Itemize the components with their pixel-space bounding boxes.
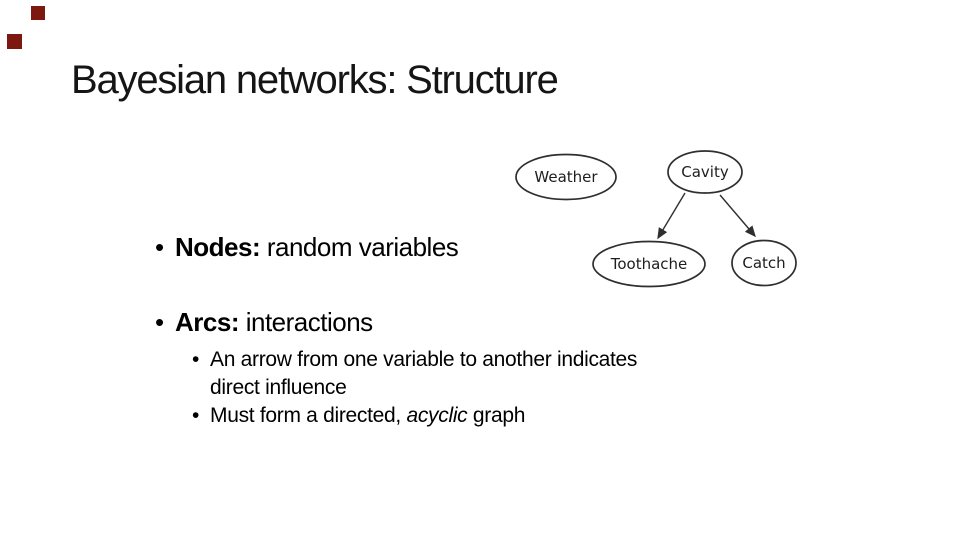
bullet-icon: •: [155, 232, 164, 262]
node-toothache: Toothache: [592, 240, 706, 288]
decor-square-top: [31, 6, 45, 20]
node-catch-label: Catch: [742, 254, 785, 272]
sub-bullet-line-2: direct influence: [210, 376, 347, 399]
node-toothache-label: Toothache: [610, 255, 688, 273]
sub-bullet-dag-post: graph: [467, 404, 526, 427]
node-catch: Catch: [731, 239, 797, 287]
bullet-arcs-term: Arcs:: [175, 307, 239, 337]
bullet-nodes-text: random variables: [260, 232, 459, 262]
bullet-nodes-term: Nodes:: [175, 232, 261, 262]
slide-title: Bayesian networks: Structure: [71, 58, 559, 102]
bullet-icon: •: [192, 404, 200, 427]
node-cavity-label: Cavity: [681, 163, 729, 181]
node-weather: Weather: [515, 153, 617, 201]
bayes-net-diagram: Weather Cavity Toothache Catch: [515, 150, 797, 288]
node-cavity: Cavity: [667, 150, 743, 194]
sub-bullet-dag: • Must form a directed, acyclic graph: [192, 402, 525, 430]
bullet-arcs: • Arcs: interactions: [155, 307, 373, 337]
sub-bullet-dag-pre: Must form a directed,: [210, 404, 407, 427]
bullet-arcs-text: interactions: [238, 307, 373, 337]
edge-cavity-catch-arrow: [719, 194, 756, 238]
bullet-nodes: • Nodes: random variables: [155, 232, 459, 262]
decor-square-left: [7, 34, 22, 49]
sub-bullet-dag-italic: acyclic: [406, 404, 468, 427]
sub-bullet-arrow-influence: • An arrow from one variable to another …: [192, 346, 720, 402]
sub-bullet-line-1: An arrow from one variable to another in…: [210, 348, 638, 371]
bullet-icon: •: [192, 348, 200, 371]
node-weather-label: Weather: [534, 168, 598, 186]
edge-cavity-toothache-arrow: [657, 192, 686, 240]
bullet-icon: •: [155, 307, 164, 337]
